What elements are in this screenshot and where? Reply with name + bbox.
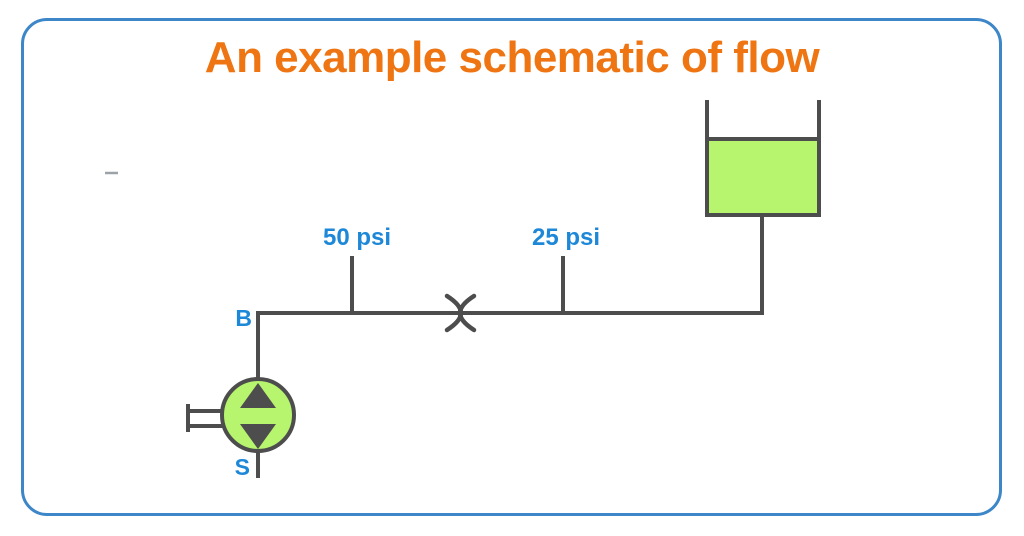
tank-fluid xyxy=(707,139,818,214)
pump-flow-arrow-up-icon xyxy=(240,383,276,408)
main-pipe-run xyxy=(256,215,764,380)
pump-symbol xyxy=(186,377,296,478)
reservoir-tank-symbol xyxy=(705,100,821,217)
pump-body xyxy=(220,377,296,453)
rounded-border-frame xyxy=(21,18,1002,516)
pressure-label-upstream: 50 psi xyxy=(323,224,391,251)
pump-flow-arrow-down-icon xyxy=(240,424,276,449)
pressure-label-downstream: 25 psi xyxy=(532,224,600,251)
orifice-valve-icon xyxy=(444,293,477,333)
diagram-title: An example schematic of flow xyxy=(204,33,820,82)
pump-port-label-s: S xyxy=(235,454,250,480)
orifice-right-arc xyxy=(457,293,477,333)
pump-port-label-b: B xyxy=(235,305,252,331)
pump-shaft-icon xyxy=(186,404,223,432)
